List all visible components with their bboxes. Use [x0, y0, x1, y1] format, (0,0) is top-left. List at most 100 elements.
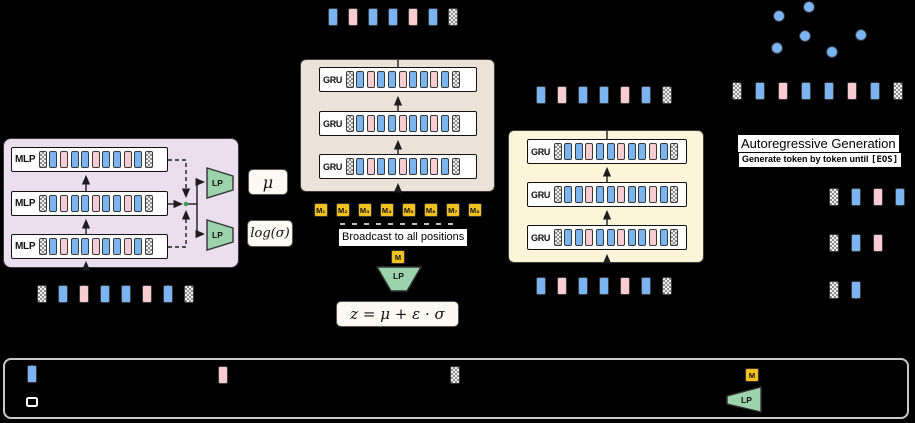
legend-token-pink: [218, 366, 228, 384]
latent-point-dot: [773, 10, 785, 22]
amino-token-blue: [102, 238, 111, 255]
amino-token-blue: [606, 186, 615, 203]
amino-token-blue: [377, 158, 386, 175]
sampled-token-row: [732, 82, 903, 100]
mlp-label: MLP: [15, 241, 36, 252]
memory-encoder-layer-row: GRU: [319, 67, 477, 92]
amino-token-blue: [851, 234, 861, 252]
amino-token-pink: [60, 151, 68, 168]
decoder-output-token-row: [536, 86, 672, 104]
amino-token-blue: [574, 186, 583, 203]
special-token-hatched: [451, 158, 460, 175]
lp-projection-mu: LP: [206, 167, 234, 204]
special-token-hatched: [829, 188, 839, 206]
gru-label: GRU: [531, 232, 551, 243]
legend-mark: [26, 397, 38, 407]
amino-token-pink: [398, 71, 407, 88]
z-formula: z = μ + ε · σ: [350, 305, 445, 323]
encoder-layer-row: MLP: [11, 191, 168, 216]
amino-token-pink: [60, 195, 68, 212]
amino-token-blue: [100, 285, 110, 303]
gru-label: GRU: [323, 161, 343, 172]
legend-token-blue: [27, 365, 37, 383]
amino-token-blue: [638, 186, 647, 203]
amino-token-blue: [641, 277, 651, 295]
encoder-layer-row: MLP: [11, 147, 168, 172]
amino-token-pink: [585, 229, 594, 246]
amino-token-blue: [409, 71, 418, 88]
amino-token-pink: [778, 82, 788, 100]
special-token-hatched: [345, 115, 354, 132]
encoder-layer-row: MLP: [11, 234, 168, 259]
special-token-hatched: [670, 186, 679, 203]
amino-token-pink: [60, 238, 68, 255]
amino-token-pink: [408, 8, 418, 26]
amino-token-pink: [585, 186, 594, 203]
mu-symbol: μ: [262, 172, 274, 192]
latent-point-dot: [803, 1, 815, 13]
amino-token-blue: [419, 158, 428, 175]
special-token-hatched: [732, 82, 742, 100]
amino-token-blue: [564, 186, 573, 203]
amino-token-pink: [617, 229, 626, 246]
legend-memory-token: M: [745, 368, 759, 382]
amino-token-blue: [388, 71, 397, 88]
amino-token-blue: [70, 151, 79, 168]
amino-token-pink: [649, 143, 658, 160]
latent-point-dot: [855, 29, 867, 41]
gru-label: GRU: [531, 189, 551, 200]
latent-point-dot: [771, 42, 783, 54]
amino-token-blue: [356, 115, 365, 132]
amino-token-blue: [328, 8, 338, 26]
amino-token-pink: [649, 186, 658, 203]
memory-token: M₈: [468, 203, 482, 217]
amino-token-blue: [870, 82, 880, 100]
lp-projection-logsigma: LP: [206, 219, 234, 256]
special-token-hatched: [144, 195, 153, 212]
amino-token-blue: [102, 195, 111, 212]
amino-token-blue: [368, 8, 378, 26]
memory-token: M₁: [314, 203, 328, 217]
amino-token-blue: [49, 238, 58, 255]
amino-token-blue: [599, 86, 609, 104]
log-sigma-symbol: log(σ): [250, 226, 290, 241]
amino-token-blue: [419, 115, 428, 132]
memory-token: M₃: [358, 203, 372, 217]
amino-token-blue: [578, 86, 588, 104]
amino-token-blue: [851, 281, 861, 299]
mlp-label: MLP: [15, 154, 36, 165]
amino-token-blue: [356, 71, 365, 88]
amino-token-blue: [536, 277, 546, 295]
amino-token-pink: [142, 285, 152, 303]
amino-token-pink: [91, 151, 100, 168]
amino-token-blue: [409, 158, 418, 175]
special-token-hatched: [448, 8, 458, 26]
amino-token-blue: [801, 82, 811, 100]
amino-token-blue: [81, 195, 90, 212]
amino-token-blue: [659, 186, 668, 203]
special-token-hatched: [553, 229, 562, 246]
amino-token-blue: [27, 365, 37, 383]
z-formula-box: z = μ + ε · σ: [336, 301, 459, 327]
special-token-hatched: [38, 151, 47, 168]
amino-token-pink: [557, 277, 567, 295]
special-token-hatched: [38, 238, 47, 255]
broadcast-label: Broadcast to all positions: [339, 229, 468, 246]
svg-text:LP: LP: [212, 230, 223, 240]
generation-step-row: [829, 234, 883, 252]
memory-encoder-output-token-row: [328, 8, 458, 26]
amino-token-blue: [419, 71, 428, 88]
special-token-hatched: [670, 143, 679, 160]
amino-token-pink: [430, 158, 439, 175]
special-token-hatched: [553, 186, 562, 203]
special-token-hatched: [451, 71, 460, 88]
amino-token-pink: [123, 195, 132, 212]
amino-token-pink: [91, 238, 100, 255]
amino-token-blue: [574, 143, 583, 160]
mlp-label: MLP: [15, 198, 36, 209]
decoder-layer-row: GRU: [527, 182, 687, 207]
amino-token-blue: [659, 229, 668, 246]
amino-token-pink: [585, 143, 594, 160]
generation-subtitle-text: Generate token by token until: [742, 154, 869, 164]
amino-token-pink: [348, 8, 358, 26]
